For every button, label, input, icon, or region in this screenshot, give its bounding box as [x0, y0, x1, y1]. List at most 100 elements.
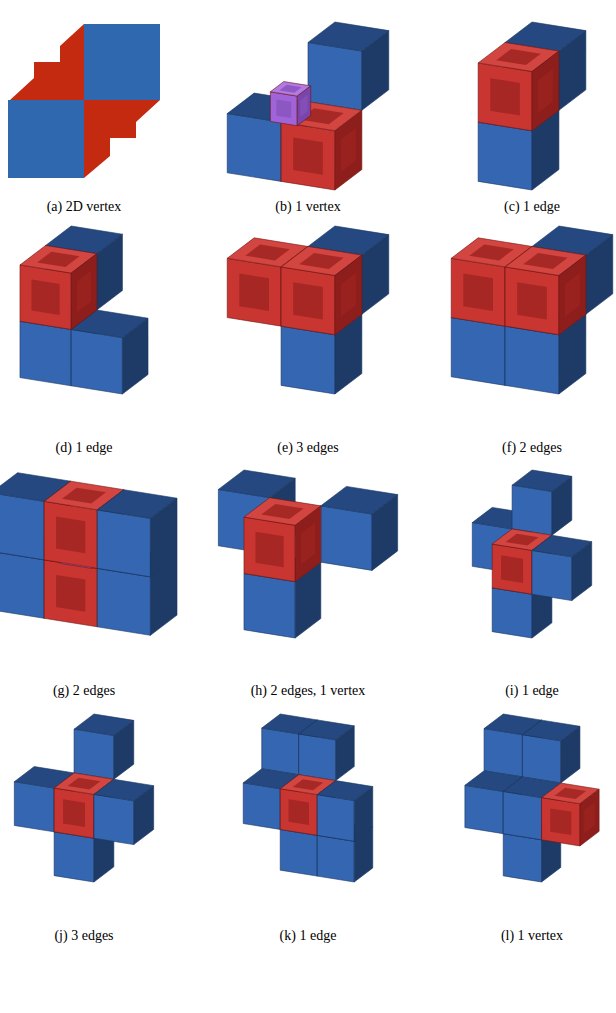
panel-drawing: [0, 473, 177, 636]
panel-drawing: [451, 226, 613, 394]
cube-face: [299, 734, 336, 781]
cavity-cube: [270, 82, 310, 126]
cube-face: [281, 267, 335, 335]
cube-face: [14, 782, 54, 832]
cube-face: [227, 258, 281, 326]
cube-face: [484, 729, 522, 777]
recess: [68, 778, 101, 790]
blue-cube: [317, 781, 373, 842]
recess: [56, 575, 85, 612]
recess: [301, 523, 315, 565]
cube-face: [451, 318, 505, 386]
cube-face: [134, 786, 154, 845]
cube-face: [262, 728, 299, 775]
subfigure-caption: (i) 1 edge: [432, 682, 616, 700]
cavity-cube: [244, 498, 321, 582]
recess: [293, 137, 323, 174]
cube-face: [542, 798, 580, 846]
recess: [261, 504, 303, 519]
cube-face: [281, 326, 335, 394]
cube-face: [270, 92, 297, 126]
cube-face: [354, 787, 373, 842]
recess: [490, 78, 520, 115]
cube-face: [97, 234, 123, 310]
cube-face: [71, 254, 97, 330]
cube-face: [54, 788, 94, 838]
recess: [469, 244, 513, 260]
cube-face: [0, 551, 44, 618]
cube-face: [559, 255, 586, 335]
panel-drawing: [227, 22, 389, 190]
subfigure-caption: (h) 2 edges, 1 vertex: [208, 682, 408, 700]
cube-face: [20, 265, 71, 330]
red-region: [10, 24, 84, 100]
cube-face: [372, 495, 398, 571]
recess: [299, 253, 343, 269]
cube-face: [44, 560, 97, 627]
blue-cube: [532, 535, 592, 600]
cube-face: [280, 829, 317, 876]
cube-face: [503, 834, 541, 882]
panel-drawing: [472, 470, 591, 638]
cube-face: [335, 255, 362, 335]
recess: [63, 799, 85, 827]
cavity-cube: [20, 245, 97, 329]
panel-drawing: [465, 714, 599, 882]
blue-cube: [308, 22, 389, 110]
recess: [32, 279, 60, 314]
blue-cube: [522, 720, 580, 783]
recess: [256, 532, 284, 567]
cube-face: [335, 110, 362, 190]
subfigure-caption: (c) 1 edge: [432, 198, 616, 216]
cube-face: [114, 720, 134, 779]
recess: [496, 49, 540, 65]
cube-face: [512, 485, 552, 535]
subfigure-caption: (g) 2 edges: [0, 682, 184, 700]
cube-face: [552, 476, 572, 535]
recess: [293, 282, 323, 319]
cube-face: [317, 835, 354, 882]
cube-face: [20, 321, 71, 386]
recess: [517, 282, 547, 319]
cube-face: [297, 86, 310, 126]
cube-face: [362, 31, 389, 111]
blue-square: [84, 24, 160, 100]
blue-cube: [71, 310, 148, 394]
cube-face: [478, 122, 532, 190]
cube-face: [0, 493, 44, 560]
panel-drawing: [227, 226, 389, 394]
cavity-cube: [542, 783, 600, 846]
cavity-cube: [478, 42, 559, 130]
cube-face: [71, 329, 122, 394]
panel-drawing: [243, 714, 373, 882]
subfigure-caption: (l) 1 vertex: [432, 927, 616, 945]
recess: [300, 95, 307, 117]
recess: [565, 273, 580, 317]
cavity-cube: [281, 246, 362, 334]
cube-face: [532, 550, 572, 600]
cube-face: [54, 832, 94, 882]
recess: [523, 253, 567, 269]
cube-face: [336, 726, 355, 781]
blue-cube: [299, 720, 355, 781]
recess: [463, 274, 493, 311]
subfigure-caption: (d) 1 edge: [0, 439, 184, 457]
cube-face: [280, 789, 317, 836]
recess: [77, 271, 91, 313]
cube-face: [580, 789, 599, 846]
cube-face: [532, 51, 559, 131]
panel-a-drawing: [8, 24, 160, 178]
cube-face: [94, 794, 134, 844]
cube-face: [505, 326, 559, 394]
cube-face: [478, 63, 532, 131]
recess: [276, 99, 291, 118]
subfigure-caption: (k) 1 edge: [208, 927, 408, 945]
recess: [62, 488, 106, 504]
recess: [501, 555, 523, 583]
recess: [538, 69, 553, 113]
recess: [341, 128, 356, 172]
subfigure-caption: (j) 3 edges: [0, 927, 184, 945]
cube-face: [451, 258, 505, 326]
recess: [37, 252, 79, 267]
